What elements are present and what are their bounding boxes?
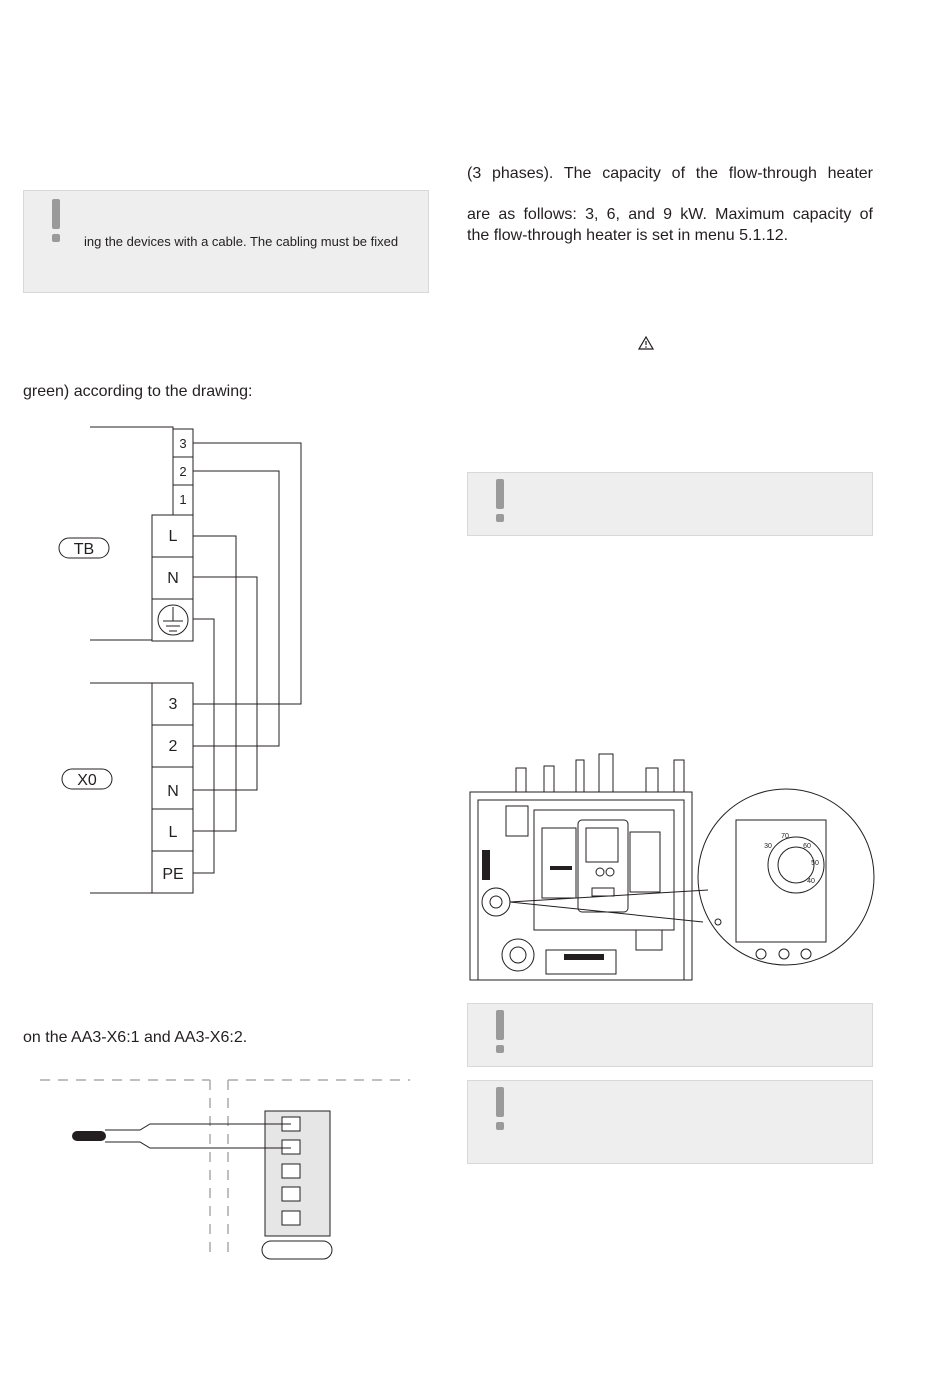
terminal-3-small: 3 <box>179 436 186 451</box>
thermostat-scale-40: 40 <box>807 878 815 885</box>
thermostat-scale-50: 50 <box>811 860 819 867</box>
terminal-tb-l: L <box>169 528 178 545</box>
terminal-x0-pe: PE <box>162 866 183 883</box>
warning-triangle-icon <box>638 336 654 350</box>
terminal-x0-n: N <box>167 783 179 800</box>
x0-label: X0 <box>77 772 97 789</box>
unit-interior-illustration: 30 70 60 50 40 <box>469 753 875 981</box>
thermostat-scale-70: 70 <box>781 833 789 840</box>
terminal-x0-l: L <box>169 824 178 841</box>
exclamation-icon <box>496 479 504 522</box>
terminal-tb-n: N <box>167 570 179 587</box>
capacity-text-line2: the flow-through heater is set in menu 5… <box>467 227 789 244</box>
thermostat-scale-30: 30 <box>764 843 772 850</box>
warning-note-2 <box>467 472 873 536</box>
exclamation-icon <box>496 1087 504 1130</box>
capacity-text-line1: are as follows: 3, 6, and 9 kW. Maximum … <box>467 206 873 223</box>
wiring-diagram: 3 2 1 L N 3 2 N L PE TB X0 <box>58 426 302 894</box>
warning-note-cable: ing the devices with a cable. The cablin… <box>23 190 429 293</box>
terminal-x0-3: 3 <box>169 696 178 713</box>
phases-text: (3 phases). The capacity of the flow-thr… <box>467 165 873 182</box>
note-text: ing the devices with a cable. The cablin… <box>84 234 399 249</box>
exclamation-icon <box>52 199 60 242</box>
wiring-intro-text: green) according to the drawing: <box>23 383 253 400</box>
terminal-x0-2: 2 <box>169 738 178 755</box>
warning-note-3 <box>467 1003 873 1067</box>
warning-note-4 <box>467 1080 873 1164</box>
sensor-connection-diagram <box>40 1079 410 1260</box>
exclamation-icon <box>496 1010 504 1053</box>
terminal-1-small: 1 <box>179 492 186 507</box>
terminal-2-small: 2 <box>179 464 186 479</box>
tb-label: TB <box>74 541 94 558</box>
sensor-intro-text: on the AA3-X6:1 and AA3-X6:2. <box>23 1029 248 1046</box>
thermostat-scale-60: 60 <box>803 843 811 850</box>
